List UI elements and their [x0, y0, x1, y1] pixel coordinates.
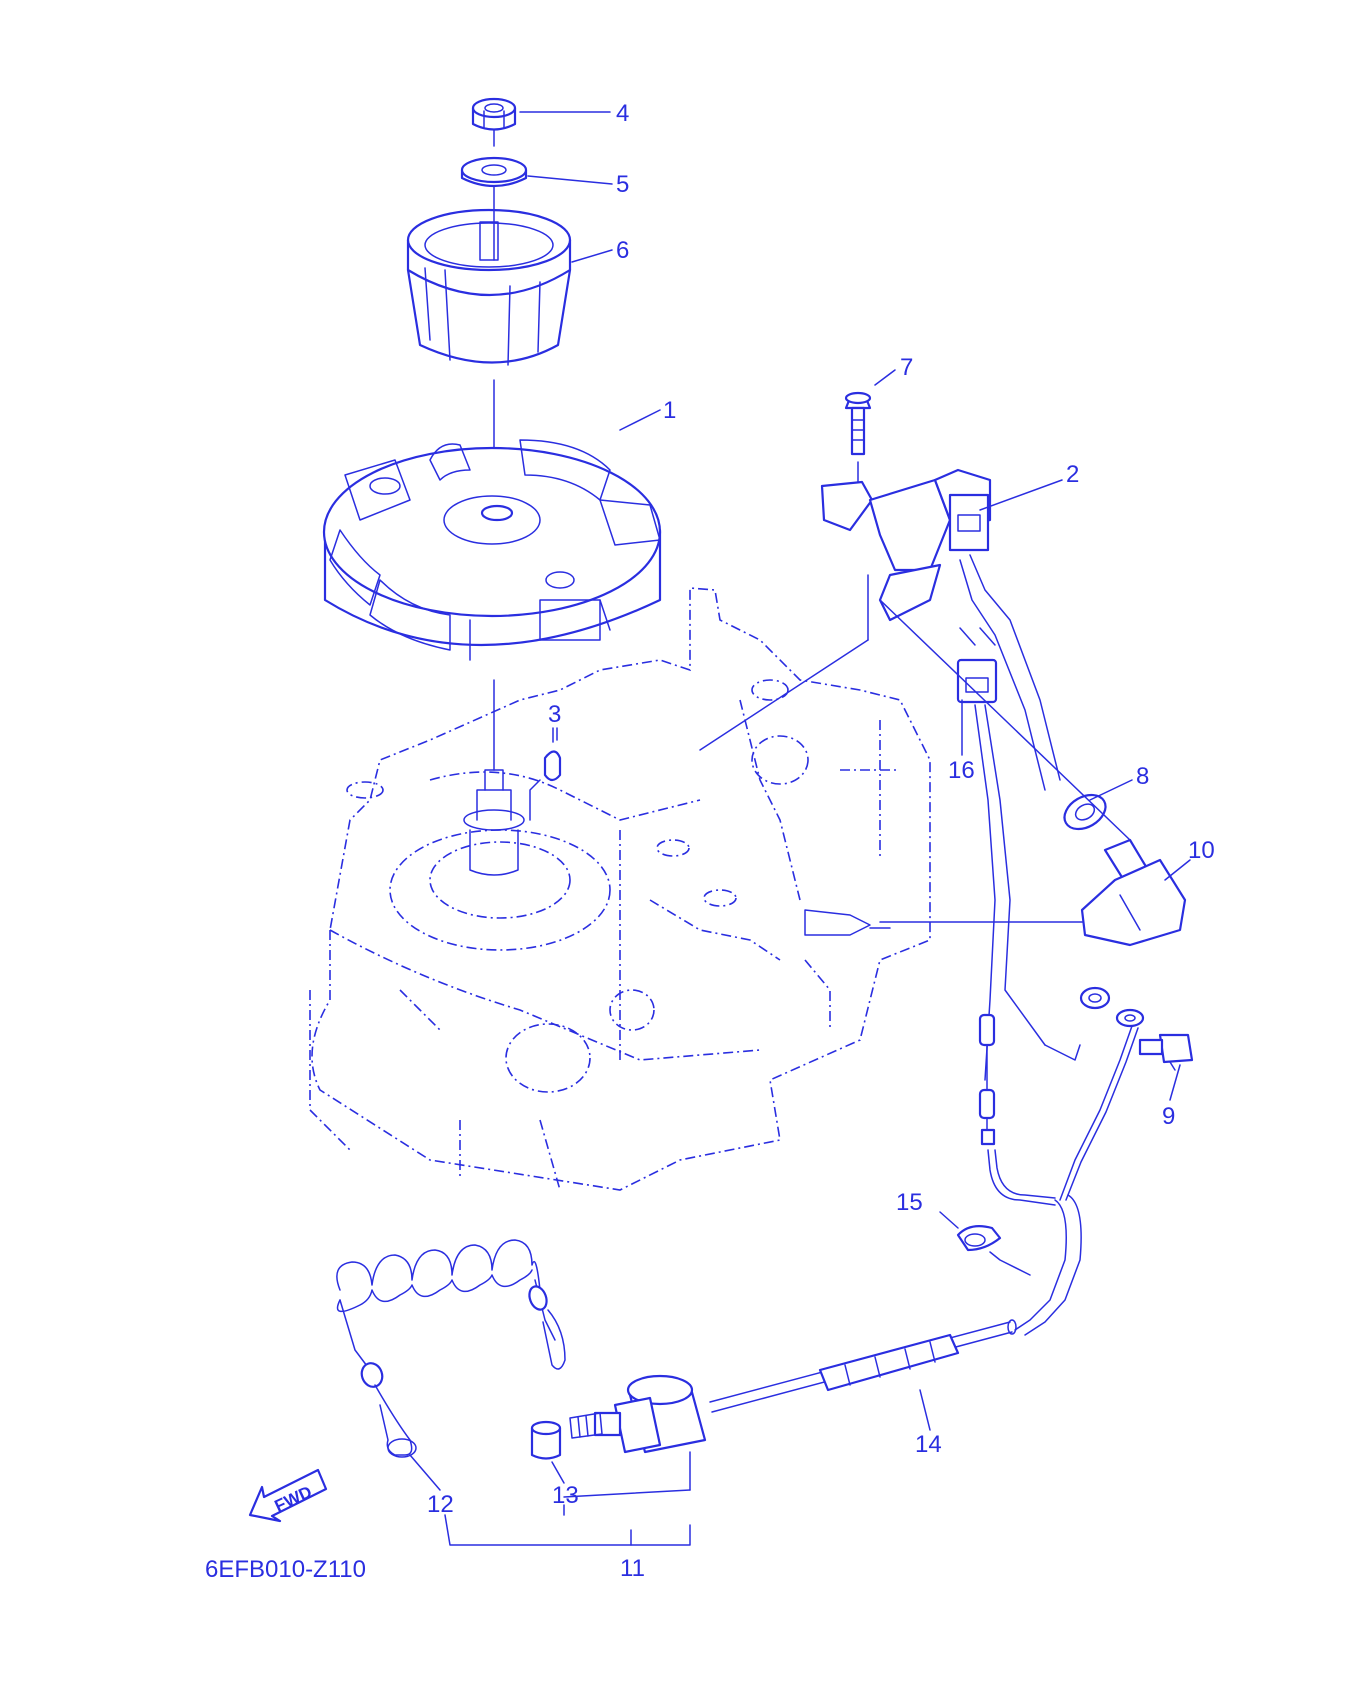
part-lanyard: [336, 1239, 566, 1458]
part-starter-pulley: [406, 208, 572, 366]
part-bolt-7: [844, 391, 872, 456]
callout-2: 2: [1066, 461, 1079, 488]
forward-arrow-icon: FWD: [248, 1468, 328, 1523]
callout-8: 8: [1136, 763, 1149, 790]
diagram-code: 6EFB010-Z110: [205, 1556, 366, 1583]
leader-lines: [409, 111, 1191, 1546]
part-grommet: [1063, 793, 1107, 831]
callout-15: 15: [896, 1189, 923, 1216]
callout-14: 14: [915, 1431, 942, 1458]
callout-9: 9: [1162, 1103, 1175, 1130]
part-clamp: [956, 1225, 1031, 1276]
callout-13: 13: [552, 1482, 579, 1509]
part-washer: [460, 156, 528, 188]
callout-numbers: 1 2 3 4 5 6 7 8 9 10 11 12 13 14 15 16: [427, 100, 1215, 1582]
part-ignition-coil: [699, 468, 1061, 791]
callout-6: 6: [616, 237, 629, 264]
callout-10: 10: [1188, 837, 1215, 864]
spark-plug-stub: [804, 909, 891, 936]
part-cap: [530, 1420, 562, 1460]
part-nut: [471, 97, 517, 131]
callout-11: 11: [620, 1555, 645, 1582]
callout-7: 7: [900, 354, 913, 381]
engine-block: [309, 587, 931, 1191]
crankshaft: [463, 769, 525, 876]
callout-12: 12: [427, 1491, 454, 1518]
callout-1: 1: [663, 397, 676, 424]
part-flywheel: [322, 439, 662, 661]
part-stop-switch: [569, 1374, 707, 1454]
part-ground-bolt: [1079, 986, 1194, 1071]
wiring-harness: [978, 1013, 1082, 1336]
callout-4: 4: [616, 100, 629, 127]
part-connector-16: [956, 627, 1046, 1081]
callout-16: 16: [948, 757, 975, 784]
callout-3: 3: [548, 701, 561, 728]
part-stop-cable: [709, 1319, 1017, 1413]
callout-5: 5: [616, 171, 629, 198]
part-woodruff-key: [543, 750, 562, 782]
part-plug-cap: [879, 599, 1187, 947]
